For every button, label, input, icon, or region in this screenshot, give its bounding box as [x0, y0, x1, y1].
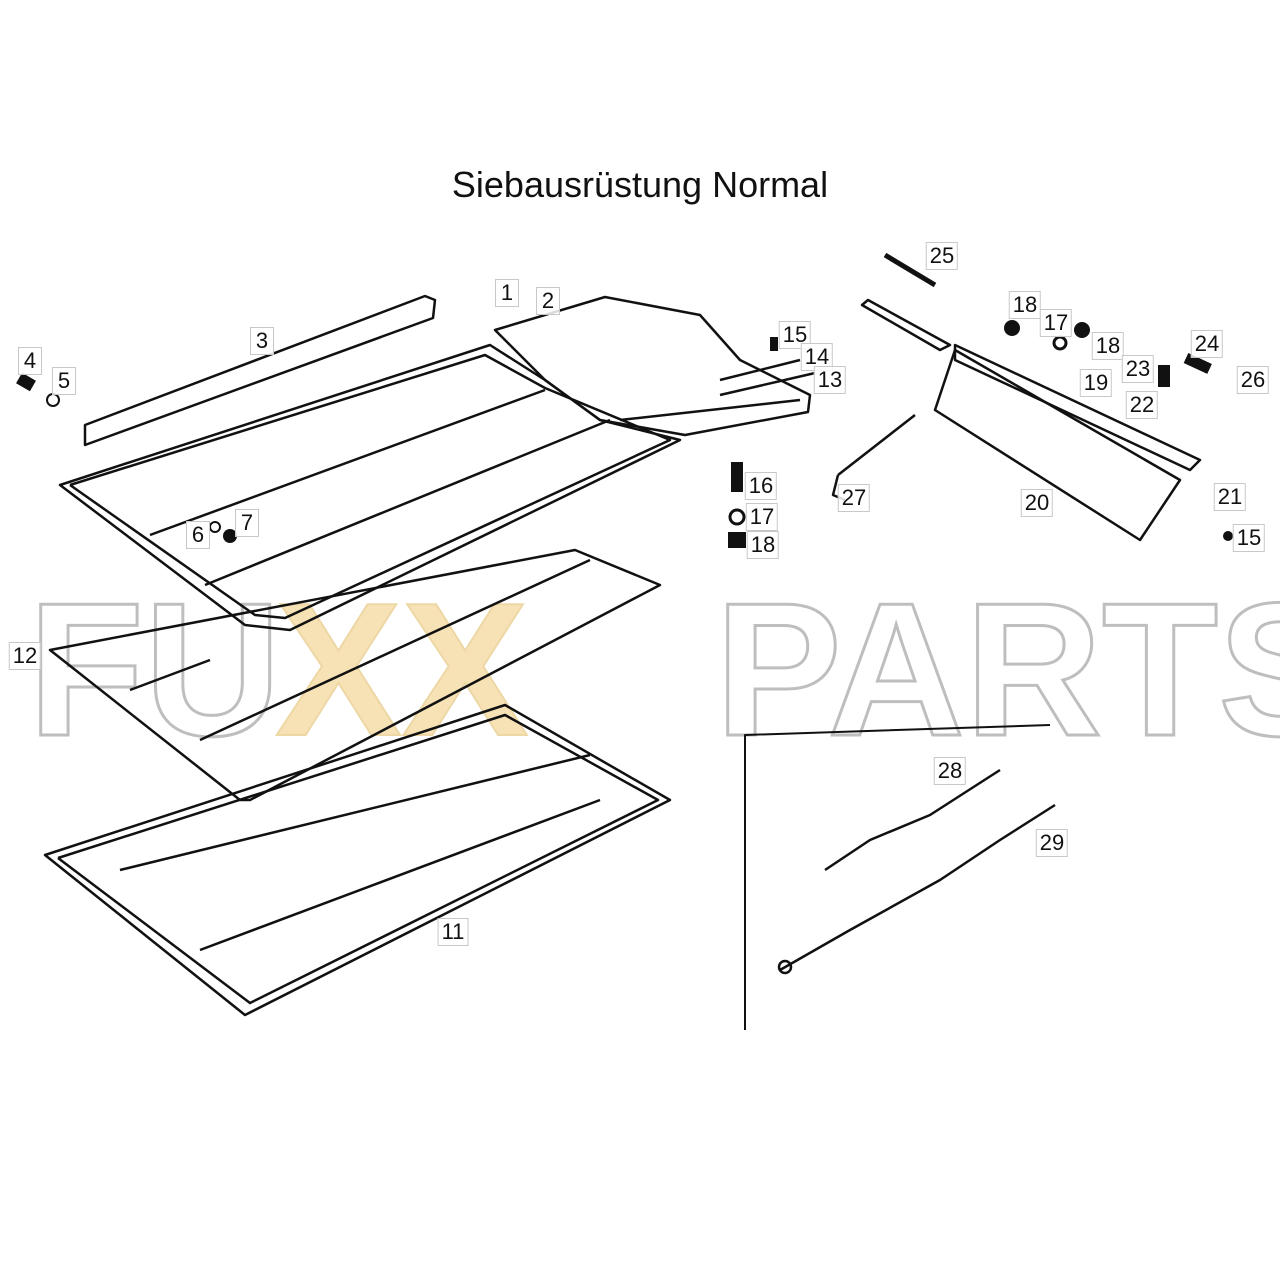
callout-19[interactable]: 19	[1079, 369, 1113, 397]
callout-20[interactable]: 20	[1020, 489, 1054, 517]
watermark: FU XX PARTS	[27, 563, 1280, 778]
diagram-title: Siebausrüstung Normal	[451, 164, 829, 205]
callout-24[interactable]: 24	[1190, 330, 1224, 358]
callout-18c[interactable]: 18	[1091, 332, 1125, 360]
extension-part-2	[493, 295, 812, 437]
callout-7[interactable]: 7	[235, 509, 259, 537]
callout-18b[interactable]: 18	[1008, 291, 1042, 319]
callout-15[interactable]: 15	[778, 321, 812, 349]
callout-12[interactable]: 12	[8, 642, 42, 670]
callout-21[interactable]: 21	[1213, 483, 1247, 511]
side-strip-part-3	[83, 294, 437, 447]
callout-15b[interactable]: 15	[1232, 524, 1266, 552]
inset-border	[744, 724, 1051, 1030]
cover-part-20	[933, 348, 1182, 542]
callout-3[interactable]: 3	[250, 327, 274, 355]
callout-2[interactable]: 2	[536, 287, 560, 315]
sieve-part-11	[43, 703, 672, 1017]
callout-1[interactable]: 1	[495, 279, 519, 307]
callout-23[interactable]: 23	[1121, 355, 1155, 383]
callout-26[interactable]: 26	[1236, 366, 1270, 394]
callout-28[interactable]: 28	[933, 757, 967, 785]
watermark-fu: FU	[28, 564, 281, 776]
callout-27[interactable]: 27	[837, 484, 871, 512]
callout-29[interactable]: 29	[1035, 829, 1069, 857]
callout-13[interactable]: 13	[813, 366, 847, 394]
watermark-parts: PARTS	[715, 564, 1280, 776]
tool-part-28	[824, 768, 1001, 872]
sieve-part-12	[48, 548, 662, 802]
callout-18[interactable]: 18	[746, 531, 780, 559]
callout-25[interactable]: 25	[925, 242, 959, 270]
watermark-xx: XX	[275, 564, 528, 776]
callout-5[interactable]: 5	[52, 367, 76, 395]
callout-22[interactable]: 22	[1125, 391, 1159, 419]
shaft-part-25-area	[860, 298, 952, 352]
tool-part-29	[779, 803, 1056, 972]
callout-17[interactable]: 17	[745, 503, 779, 531]
callout-16[interactable]: 16	[744, 472, 778, 500]
rod-part-27	[837, 414, 916, 476]
rail-part-19	[953, 343, 1202, 472]
bolt-part-25	[883, 252, 937, 288]
callout-4[interactable]: 4	[18, 347, 42, 375]
callout-11[interactable]: 11	[437, 918, 469, 946]
callout-17b[interactable]: 17	[1039, 309, 1073, 337]
sieve-frame-part-1	[58, 343, 682, 632]
callout-6[interactable]: 6	[186, 521, 210, 549]
